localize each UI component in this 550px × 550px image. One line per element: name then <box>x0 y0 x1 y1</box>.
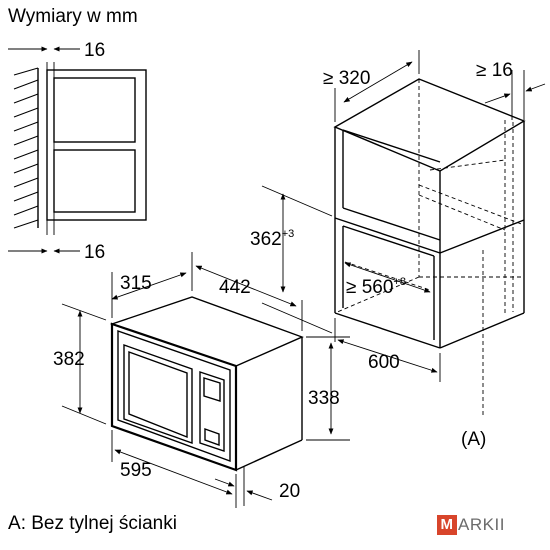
panel-bottom-dimension: 16 <box>84 242 105 263</box>
footnote-text: : Bez tylnej ścianki <box>20 513 177 534</box>
oven-front <box>110 322 238 472</box>
oven-front-inner <box>117 330 231 463</box>
oven-width-arrow <box>114 449 233 495</box>
oven-side-outline <box>46 69 147 221</box>
cabinet-width-arrow <box>337 339 438 373</box>
oven-door-window <box>123 344 193 444</box>
logo-extra: I <box>499 515 505 534</box>
cabinet-side-dimension: ≥ 16 <box>476 60 513 81</box>
oven-display <box>203 377 221 402</box>
oven-width-dimension: 595 <box>120 460 152 481</box>
wall-hatching <box>13 67 39 229</box>
oven-body-height-dimension: 338 <box>308 388 340 409</box>
oven-side-lower <box>53 149 136 213</box>
logo-text: ARKI <box>458 515 500 534</box>
oven-body-width-dimension: 442 <box>219 277 251 298</box>
cabinet-view: ≥ 320 ≥ 16 362+3 ≥ 560+8 600 (A) <box>250 50 546 450</box>
niche-width-dimension: ≥ 560+8 <box>346 276 406 298</box>
oven-side-upper <box>53 77 136 143</box>
niche-width-arrow <box>344 262 431 293</box>
callout-a-label: (A) <box>461 429 486 450</box>
oven-door-button <box>204 428 220 446</box>
front-offset-dimension: 20 <box>279 481 300 502</box>
panel-top-dimension: 16 <box>84 40 105 61</box>
cabinet-depth-arrow <box>343 61 413 103</box>
oven-door-glass <box>128 351 188 439</box>
diagram-title: Wymiary w mm <box>8 6 138 27</box>
niche-height-dimension: 362+3 <box>250 228 294 250</box>
cabinet-depth-dimension: ≥ 320 <box>323 68 370 89</box>
oven-depth-arrow <box>111 272 187 300</box>
oven-view: 315 442 382 338 595 20 <box>53 252 350 508</box>
cabinet-width-dimension: 600 <box>368 352 400 373</box>
footnote-label: A <box>8 513 21 534</box>
cabinet-top <box>333 78 526 172</box>
oven-body-width-arrow <box>195 265 297 307</box>
oven-height-dimension: 382 <box>53 349 85 370</box>
oven-depth-dimension: 315 <box>120 273 152 294</box>
logo-letter: M <box>437 515 457 535</box>
wall-section-view: 16 16 <box>8 40 147 263</box>
footnote: A: Bez tylnej ścianki <box>8 513 177 535</box>
